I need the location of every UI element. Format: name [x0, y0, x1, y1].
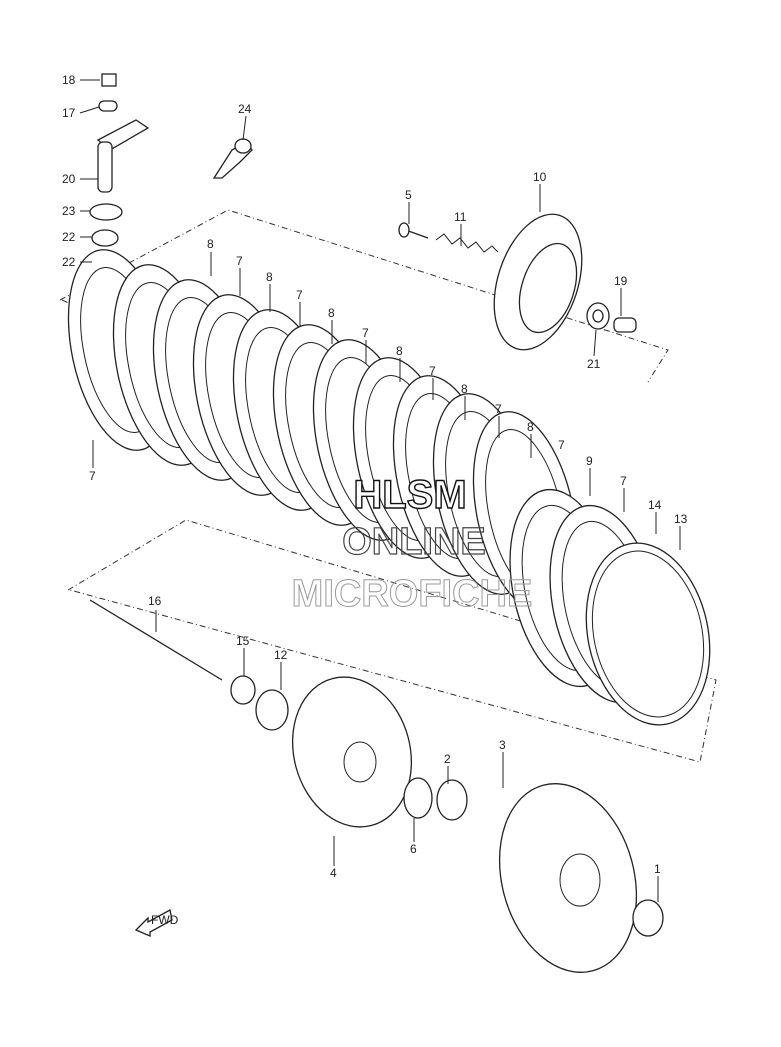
watermark-line3: MICROFICHE	[292, 573, 533, 615]
callout-7-6: 7	[558, 438, 565, 452]
watermark: HLSM ONLINE MICROFICHE	[291, 472, 533, 615]
callout-8-6: 8	[527, 420, 534, 434]
clip-24	[212, 138, 253, 179]
callout-7-8: 7	[89, 469, 96, 483]
callout-8-4: 8	[396, 344, 403, 358]
callout-3: 3	[499, 738, 506, 752]
callout-7-2: 7	[296, 288, 303, 302]
callout-22-upper: 22	[62, 230, 76, 244]
callout-7-3: 7	[362, 326, 369, 340]
callout-2: 2	[444, 752, 451, 766]
callout-14: 14	[648, 498, 662, 512]
callout-4: 4	[330, 866, 337, 880]
watermark-line1: HLSM	[353, 473, 466, 517]
callout-23: 23	[62, 204, 76, 218]
callout-11: 11	[454, 210, 467, 224]
callout-17: 17	[62, 106, 76, 120]
callout-18: 18	[62, 73, 76, 87]
callout-20: 20	[62, 172, 76, 186]
callout-8-3: 8	[328, 306, 335, 320]
callout-19: 19	[614, 274, 628, 288]
clutch-plate-stack	[67, 249, 711, 726]
fwd-label: FWD	[151, 913, 179, 927]
callout-15: 15	[236, 634, 250, 648]
callout-13: 13	[674, 512, 688, 526]
callout-21: 21	[587, 357, 601, 371]
callout-12: 12	[274, 648, 288, 662]
callout-labels: 18 17 20 23 22 22 24 5 11 10 19 21 8 7 8…	[62, 73, 688, 880]
assembly-outline-upper	[59, 209, 669, 383]
callout-1: 1	[654, 862, 661, 876]
callout-7-1: 7	[236, 254, 243, 268]
callout-8-5: 8	[461, 382, 468, 396]
assembly-outline-lower	[67, 519, 717, 763]
watermark-line2: ONLINE	[342, 521, 486, 563]
callout-7-5: 7	[495, 402, 502, 416]
callout-22-lower: 22	[62, 255, 76, 269]
callout-6: 6	[410, 842, 417, 856]
lower-parts-group	[89, 599, 664, 973]
callout-24: 24	[238, 102, 252, 116]
forward-arrow-icon: FWD	[134, 909, 179, 937]
callout-8-1: 8	[207, 237, 214, 251]
callout-9: 9	[586, 454, 593, 468]
callout-16: 16	[148, 594, 162, 608]
callout-10: 10	[533, 170, 547, 184]
callout-8-2: 8	[266, 270, 273, 284]
callout-7-7: 7	[620, 474, 627, 488]
release-lever-group	[89, 73, 150, 272]
pressure-plate-group	[398, 213, 637, 351]
callout-5: 5	[405, 188, 412, 202]
callout-7-4: 7	[429, 364, 436, 378]
leader-lines	[79, 79, 681, 902]
